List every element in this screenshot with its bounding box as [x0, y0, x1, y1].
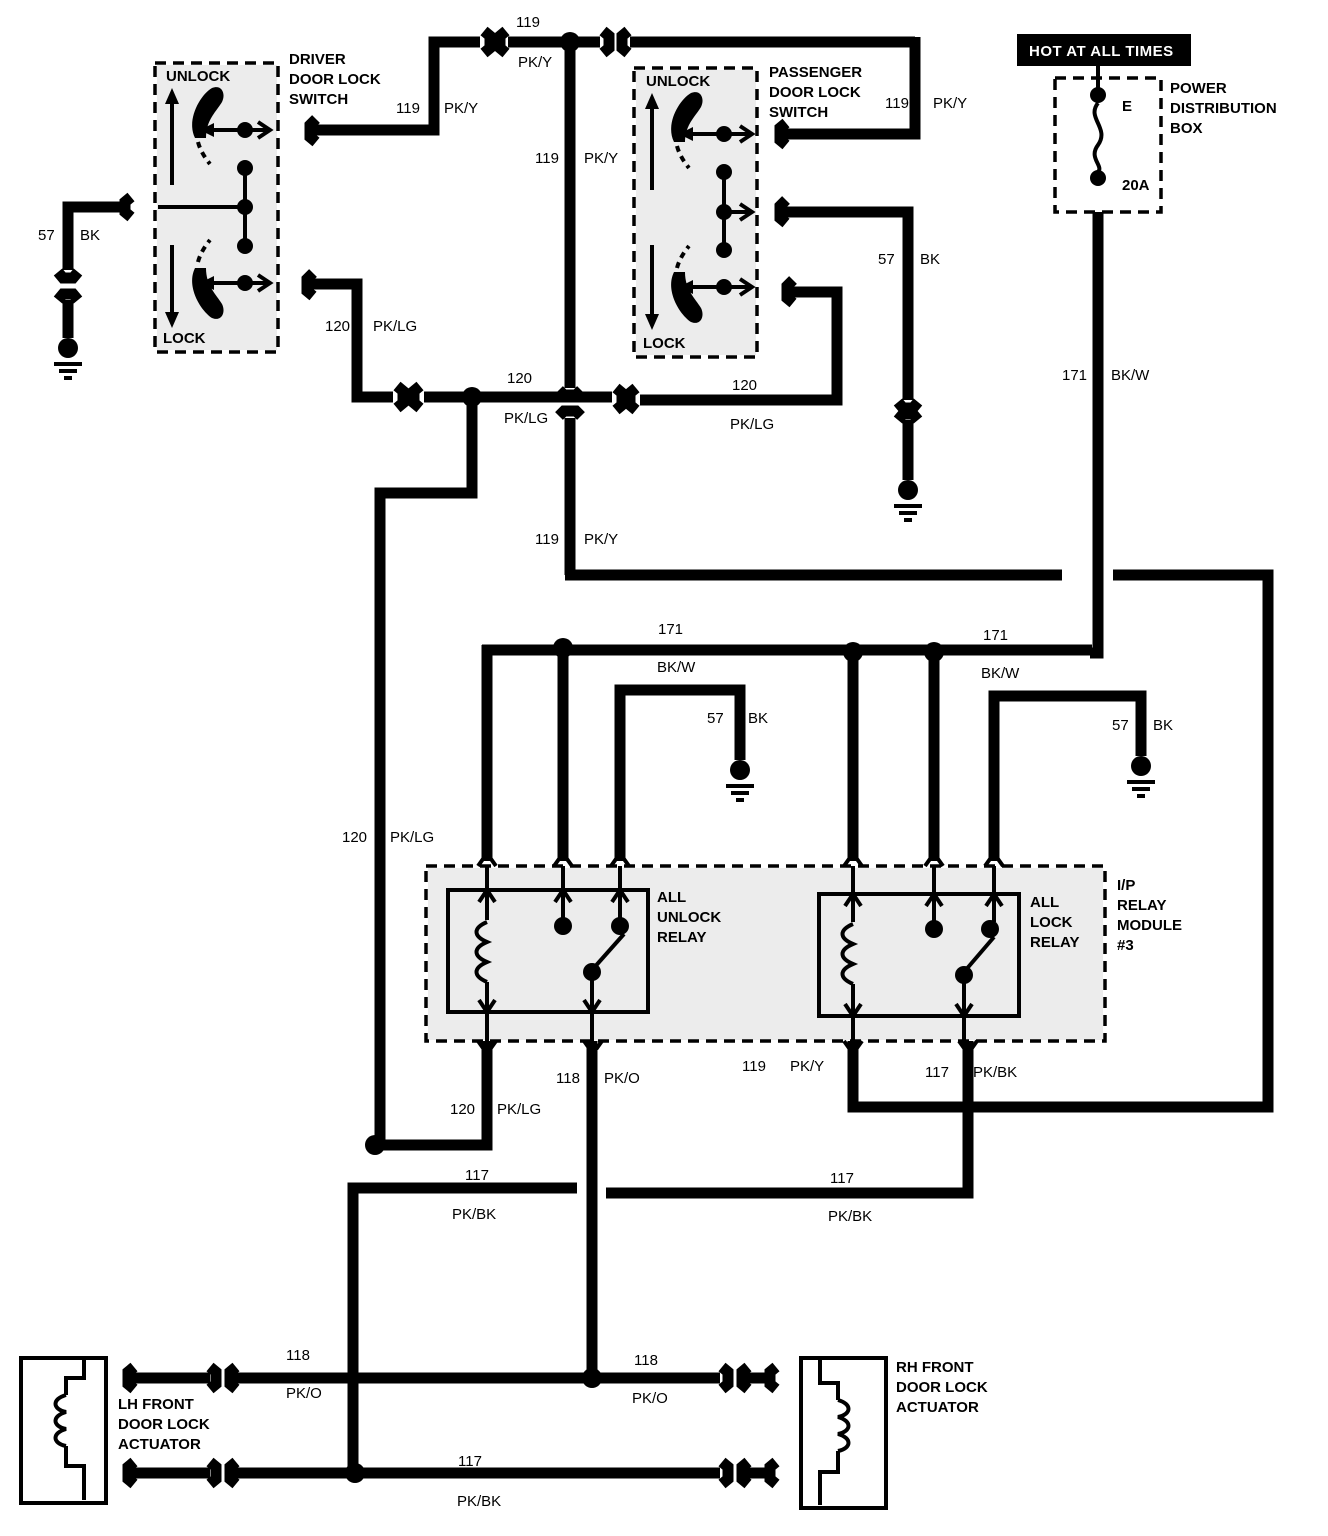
- circuit-number: 119: [885, 95, 909, 112]
- wire-color: BK/W: [981, 665, 1020, 682]
- wire-color: BK: [748, 710, 768, 727]
- wire-color: BK: [920, 251, 940, 268]
- circuit-number: 117: [830, 1170, 854, 1187]
- circuit-number: 171: [658, 621, 683, 638]
- circuit-number: 57: [1112, 717, 1129, 734]
- passenger-switch-internals: [645, 92, 756, 330]
- wire-color: BK: [80, 227, 100, 244]
- circuit-number: 120: [732, 377, 757, 394]
- wire-color: PK/LG: [497, 1101, 541, 1118]
- wire-color: PK/Y: [518, 54, 552, 71]
- circuit-number: 118: [286, 1347, 310, 1364]
- rh-actuator-coil-icon: [818, 1360, 851, 1505]
- ground-symbols: [54, 338, 1155, 802]
- driver-switch-internals: [158, 87, 274, 328]
- circuit-number: 120: [325, 318, 350, 335]
- circuit-number: 117: [465, 1167, 489, 1184]
- wire-color: PK/LG: [504, 410, 548, 427]
- lh-actuator-label: LH FRONT DOOR LOCK ACTUATOR: [118, 1396, 214, 1453]
- wire-color: PK/O: [604, 1070, 640, 1087]
- circuit-number: 118: [634, 1352, 658, 1369]
- passenger-lock-label: LOCK: [643, 335, 686, 352]
- fuse-rating-label: 20A: [1122, 177, 1150, 194]
- wire-color: PK/Y: [933, 95, 967, 112]
- circuit-labels: 119 PK/Y 119 PK/Y 119 PK/Y 119 PK/Y 57 B…: [38, 14, 1173, 1510]
- lower-wiring: [122, 1041, 978, 1489]
- hot-at-all-times-label: HOT AT ALL TIMES: [1029, 43, 1174, 60]
- ground-icon: [1127, 756, 1155, 798]
- passenger-door-lock-switch: [632, 66, 759, 359]
- wire-color: PK/Y: [444, 100, 478, 117]
- circuit-number: 117: [458, 1453, 482, 1470]
- wire-color: BK: [1153, 717, 1173, 734]
- rh-front-door-lock-actuator: [799, 1356, 888, 1510]
- lock-relay-label: ALL LOCK RELAY: [1030, 894, 1079, 951]
- circuit-number: 57: [878, 251, 895, 268]
- circuit-number: 119: [535, 150, 559, 167]
- wire-color: PK/Y: [584, 531, 618, 548]
- power-box-label: POWER DISTRIBUTION BOX: [1170, 80, 1281, 137]
- power-distribution-box: [1053, 76, 1163, 214]
- ip-relay-module: [424, 864, 1107, 1043]
- ground-icon: [726, 760, 754, 802]
- passenger-switch-label: PASSENGER DOOR LOCK SWITCH: [769, 64, 866, 121]
- driver-lock-label: LOCK: [163, 330, 206, 347]
- circuit-number: 117: [925, 1064, 949, 1081]
- fuse-id-label: E: [1122, 98, 1132, 115]
- wire-color: PK/BK: [457, 1493, 501, 1510]
- lh-actuator-coil-icon: [53, 1360, 86, 1500]
- module-pins: [476, 857, 1005, 1050]
- relay-module-label: I/P RELAY MODULE #3: [1117, 877, 1186, 954]
- circuit-number: 171: [983, 627, 1008, 644]
- wire-color: PK/Y: [790, 1058, 824, 1075]
- wire-color: PK/BK: [452, 1206, 496, 1223]
- hot-at-all-times-banner: [1017, 34, 1191, 66]
- wire-color: PK/BK: [828, 1208, 872, 1225]
- wire-color: BK/W: [657, 659, 696, 676]
- wire-color: PK/Y: [584, 150, 618, 167]
- unlock-relay-internals: [474, 866, 630, 1041]
- passenger-unlock-label: UNLOCK: [646, 73, 710, 90]
- circuit-number: 119: [535, 531, 559, 548]
- wire-color: PK/LG: [390, 829, 434, 846]
- circuit-number: 57: [707, 710, 724, 727]
- rh-actuator-label: RH FRONT DOOR LOCK ACTUATOR: [896, 1359, 992, 1416]
- wire-color: BK/W: [1111, 367, 1150, 384]
- ground-icon: [894, 480, 922, 522]
- circuit-number: 120: [507, 370, 532, 387]
- wire-color: PK/LG: [373, 318, 417, 335]
- unlock-relay-label: ALL UNLOCK RELAY: [657, 889, 725, 946]
- circuit-number: 171: [1062, 367, 1087, 384]
- fuse-20a: [1090, 66, 1106, 186]
- driver-unlock-label: UNLOCK: [166, 68, 230, 85]
- wire-color: PK/LG: [730, 416, 774, 433]
- all-unlock-relay: [446, 888, 650, 1014]
- driver-switch-label: DRIVER DOOR LOCK SWITCH: [289, 51, 385, 108]
- circuit-number: 118: [556, 1070, 580, 1087]
- circuit-number: 120: [450, 1101, 475, 1118]
- connectors: [53, 26, 923, 424]
- ground-icon: [54, 338, 82, 380]
- wire-color: PK/BK: [973, 1064, 1017, 1081]
- circuit-number: 57: [38, 227, 55, 244]
- lh-front-door-lock-actuator: [19, 1356, 108, 1505]
- circuit-number: 119: [516, 14, 540, 31]
- all-lock-relay: [817, 892, 1021, 1018]
- wire-color: PK/O: [632, 1390, 668, 1407]
- lock-relay-internals: [840, 866, 1004, 1041]
- circuit-number: 119: [742, 1058, 766, 1075]
- driver-door-lock-switch: [153, 61, 280, 354]
- circuit-number: 120: [342, 829, 367, 846]
- circuit-number: 119: [396, 100, 420, 117]
- wire-color: PK/O: [286, 1385, 322, 1402]
- top-wiring: [62, 36, 1274, 1145]
